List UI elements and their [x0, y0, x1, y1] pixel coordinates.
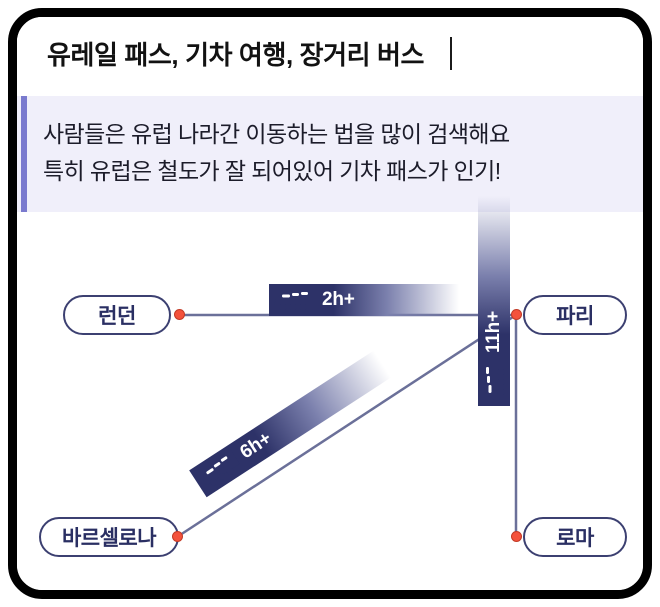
page-title: 유레일 패스, 기차 여행, 장거리 버스: [47, 40, 425, 70]
bus-icon: [483, 360, 505, 401]
node-barcelona[interactable]: 바르셀로나: [39, 517, 179, 557]
connector-dot-paris: [511, 309, 522, 320]
callout-line-1: 사람들은 유럽 나라간 이동하는 법을 많이 검색해요: [43, 121, 510, 147]
content-card: 유레일 패스, 기차 여행, 장거리 버스 사람들은 유럽 나라간 이동하는 법…: [17, 17, 643, 590]
edge-duration-paris-rome: 11h+: [483, 311, 504, 353]
connector-dot-london: [174, 309, 185, 320]
edge-label-paris-rome: 11h+: [478, 196, 510, 406]
node-label-london: 런던: [98, 305, 136, 328]
node-label-rome: 로마: [556, 527, 594, 550]
route-diagram: 런던 파리 바르셀로나 로마: [17, 196, 643, 590]
connector-dot-rome: [511, 531, 522, 542]
callout-text: 사람들은 유럽 나라간 이동하는 법을 많이 검색해요 특히 유럽은 철도가 잘…: [43, 116, 643, 190]
node-london[interactable]: 런던: [63, 295, 171, 335]
edge-line-barcelona-paris: [176, 313, 517, 539]
callout-block: 사람들은 유럽 나라간 이동하는 법을 많이 검색해요 특히 유럽은 철도가 잘…: [17, 96, 643, 212]
bus-icon: [274, 289, 315, 311]
callout-accent-bar: [21, 96, 27, 212]
edge-duration-london-paris: 2h+: [322, 289, 355, 310]
node-label-barcelona: 바르셀로나: [61, 527, 157, 550]
node-paris[interactable]: 파리: [523, 295, 627, 335]
bus-icon: [203, 449, 240, 486]
edge-label-london-paris: 2h+: [269, 284, 459, 316]
device-frame: 유레일 패스, 기차 여행, 장거리 버스 사람들은 유럽 나라간 이동하는 법…: [8, 8, 652, 599]
node-label-paris: 파리: [556, 305, 594, 328]
title-bar: 유레일 패스, 기차 여행, 장거리 버스: [17, 17, 643, 95]
connector-dot-barcelona: [172, 531, 183, 542]
text-cursor-icon: [450, 37, 452, 70]
node-rome[interactable]: 로마: [523, 517, 627, 557]
callout-line-2: 특히 유럽은 철도가 잘 되어있어 기차 패스가 인기!: [43, 158, 501, 184]
edge-label-barcelona-paris: 6h+: [189, 350, 392, 498]
